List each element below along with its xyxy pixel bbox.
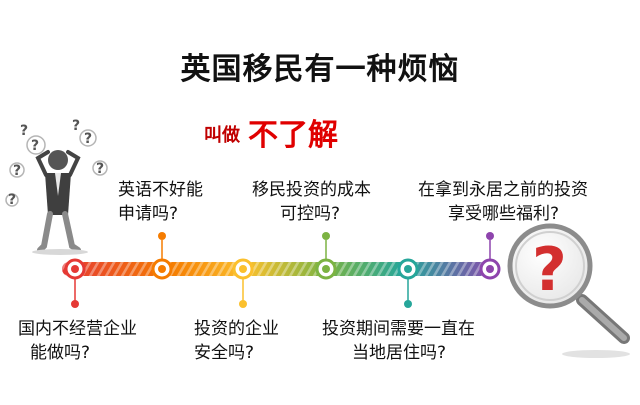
timeline-label-4: 移民投资的成本 可控吗? xyxy=(252,178,371,226)
timeline-label-4-line1: 移民投资的成本 xyxy=(252,180,371,200)
svg-text:?: ? xyxy=(20,123,28,139)
timeline-label-4-line2: 可控吗? xyxy=(280,204,341,224)
dot-6 xyxy=(486,232,494,240)
timeline-label-5: 投资期间需要一直在 当地居住吗? xyxy=(322,317,475,365)
magnifier-question-icon: ? xyxy=(507,223,630,358)
timeline-label-6-line1: 在拿到永居之前的投资 xyxy=(418,180,588,200)
timeline-label-3: 投资的企业 安全吗? xyxy=(194,317,279,365)
svg-text:?: ? xyxy=(532,235,567,305)
svg-text:?: ? xyxy=(84,131,92,147)
timeline-label-2-line2: 申请吗? xyxy=(118,204,179,224)
dot-4 xyxy=(322,232,330,240)
timeline-label-6-line2: 享受哪些福利? xyxy=(448,204,560,224)
svg-text:?: ? xyxy=(96,161,104,177)
dot-1 xyxy=(71,300,79,308)
question-person-icon: ? ? ? ? ? ? ? xyxy=(5,118,108,255)
page-title: 英国移民有一种烦恼 xyxy=(180,52,460,87)
timeline-label-5-line2: 当地居住吗? xyxy=(352,343,447,363)
svg-text:?: ? xyxy=(72,118,80,134)
dot-5 xyxy=(404,300,412,308)
timeline-label-3-line2: 安全吗? xyxy=(194,343,255,363)
subtitle-emphasis: 不了解 xyxy=(248,118,338,153)
subtitle-prefix: 叫做 xyxy=(204,125,240,146)
timeline-bar-stripes xyxy=(62,262,500,276)
timeline-label-2-line1: 英语不好能 xyxy=(118,180,203,200)
timeline-label-1: 国内不经营企业 能做吗? xyxy=(18,317,137,365)
timeline-label-6: 在拿到永居之前的投资 享受哪些福利? xyxy=(418,178,588,226)
timeline-label-2: 英语不好能 申请吗? xyxy=(118,178,203,226)
timeline-label-3-line1: 投资的企业 xyxy=(194,319,279,339)
subtitle: 叫做不了解 xyxy=(204,110,338,154)
timeline-label-1-line1: 国内不经营企业 xyxy=(18,319,137,339)
timeline-label-5-line1: 投资期间需要一直在 xyxy=(322,319,475,339)
dot-3 xyxy=(239,300,247,308)
svg-text:?: ? xyxy=(8,192,16,208)
svg-text:?: ? xyxy=(13,163,21,179)
svg-text:?: ? xyxy=(31,138,39,154)
dot-2 xyxy=(158,232,166,240)
timeline-label-1-line2: 能做吗? xyxy=(30,343,91,363)
